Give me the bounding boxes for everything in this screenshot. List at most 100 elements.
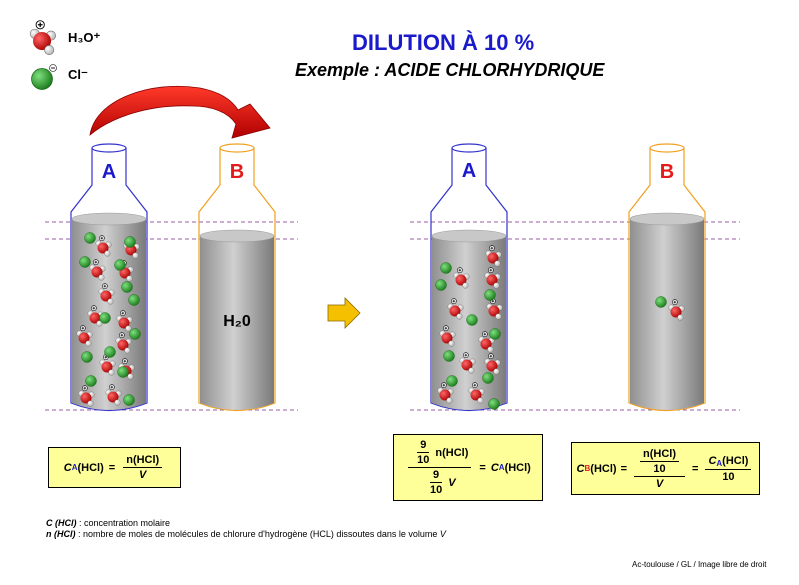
- plus-sign-icon: [489, 268, 493, 272]
- plus-sign-icon: [123, 359, 127, 363]
- hydronium-molecule: [116, 310, 133, 332]
- plus-sign-icon: [673, 300, 677, 304]
- hydronium-molecule: [484, 353, 501, 375]
- plus-sign-icon: [83, 386, 87, 390]
- oxygen-atom: [119, 267, 131, 279]
- chlorine-atom: [104, 346, 116, 358]
- plus-sign-icon: [442, 383, 446, 387]
- chloride-ion: [482, 372, 494, 384]
- liquid-surface: [431, 229, 507, 243]
- cb-subscript: B: [584, 464, 591, 473]
- note-concentration: C (HCl) : concentration molaire: [46, 518, 170, 528]
- oxygen-atom: [480, 338, 492, 350]
- bottle-b-final: [628, 143, 706, 412]
- plus-sign-icon: [452, 299, 456, 303]
- fraction-ca-over-10: CA(HCl) 10: [705, 454, 752, 483]
- chloride-ion: [435, 279, 447, 291]
- chlorine-atom: [489, 328, 501, 340]
- hydronium-molecule: [437, 382, 454, 404]
- hydronium-molecule: [98, 283, 115, 305]
- chlorine-atom: [443, 350, 455, 362]
- plus-sign-icon: [444, 326, 448, 330]
- ca-symbol-2: C: [490, 461, 499, 474]
- liquid-surface: [199, 229, 275, 243]
- chlorine-atom: [128, 294, 140, 306]
- hydrogen-atom: [493, 282, 500, 289]
- label-b-final: B: [660, 161, 674, 183]
- hydronium-molecule: [29, 20, 56, 55]
- hydronium-molecule: [668, 299, 685, 321]
- liquid-surface: [71, 212, 147, 226]
- oxygen-atom: [670, 306, 682, 318]
- chloride-ion: [446, 375, 458, 387]
- hydrogen-atom: [468, 367, 475, 374]
- ca-subscript-3: A: [716, 458, 723, 468]
- hydrogen-atom: [448, 340, 455, 347]
- ca-symbol-3: C: [708, 454, 717, 467]
- chloride-ion: [104, 346, 116, 358]
- chlorine-atom: [440, 262, 452, 274]
- chloride-ion: [81, 351, 93, 363]
- plus-sign-icon: [92, 306, 96, 310]
- chloride-ion: [114, 259, 126, 271]
- label-a-final: A: [462, 160, 476, 182]
- chlorine-atom: [488, 398, 500, 410]
- bottle-b-initial: [198, 143, 276, 412]
- oxygen-atom: [80, 392, 92, 404]
- chlorine-atom: [124, 236, 136, 248]
- fraction-denominator: V: [139, 469, 147, 481]
- page-subtitle: Exemple : ACIDE CHLORHYDRIQUE: [295, 60, 605, 80]
- transfer-arrow: [89, 85, 271, 139]
- oxygen-atom: [91, 266, 103, 278]
- chlorine-atom: [114, 259, 126, 271]
- chlorine-atom: [31, 68, 53, 90]
- oxygen-atom: [97, 242, 109, 254]
- ten-bottom: 10: [429, 484, 443, 496]
- hydrogen-atom: [477, 397, 484, 404]
- chloride-ion: [128, 294, 140, 306]
- chlorine-atom: [482, 372, 494, 384]
- plus-sign-icon: [489, 354, 493, 358]
- oxygen-atom: [33, 32, 51, 50]
- oxygen-atom: [100, 290, 112, 302]
- hydronium-molecule: [115, 332, 132, 354]
- hydrogen-atom: [487, 346, 494, 353]
- plus-sign-icon: [464, 353, 468, 357]
- hydronium-molecule: [439, 325, 456, 347]
- nine-bottom: 9: [430, 469, 443, 483]
- plus-sign-icon: [490, 246, 494, 250]
- chloride-ion: [84, 232, 96, 244]
- note-moles: n (HCl) : nombre de moles de molécules d…: [46, 529, 446, 539]
- liquid-surface: [629, 212, 705, 226]
- chloride-ion: [443, 350, 455, 362]
- chloride-ion: [124, 236, 136, 248]
- chlorine-atom: [655, 296, 667, 308]
- legend-hydronium-label: H₃O⁺: [68, 30, 101, 45]
- note-n-term: n (HCl): [46, 529, 76, 539]
- water-label: H₂0: [223, 313, 251, 330]
- ca-numerator: CA(HCl): [705, 454, 752, 470]
- hydrogen-atom: [494, 260, 501, 267]
- hydrogen-atom: [456, 313, 463, 320]
- note-c-term: C (HCl): [46, 518, 77, 528]
- chloride-ion: [123, 394, 135, 406]
- oxygen-atom: [486, 274, 498, 286]
- hydrogen-atom: [108, 369, 115, 376]
- plus-sign-icon: [104, 355, 108, 359]
- hydrogen-atom: [104, 250, 111, 257]
- hydrogen-atom: [127, 373, 134, 380]
- hydrogen-atom: [495, 313, 502, 320]
- hydronium-molecule: [76, 325, 93, 347]
- chlorine-atom: [84, 232, 96, 244]
- page-title: DILUTION À 10 %: [352, 30, 535, 55]
- note-n-v: V: [439, 529, 446, 539]
- oxygen-atom: [89, 312, 101, 324]
- bottle-neck-rim: [91, 143, 127, 153]
- v-cb: V: [655, 477, 664, 490]
